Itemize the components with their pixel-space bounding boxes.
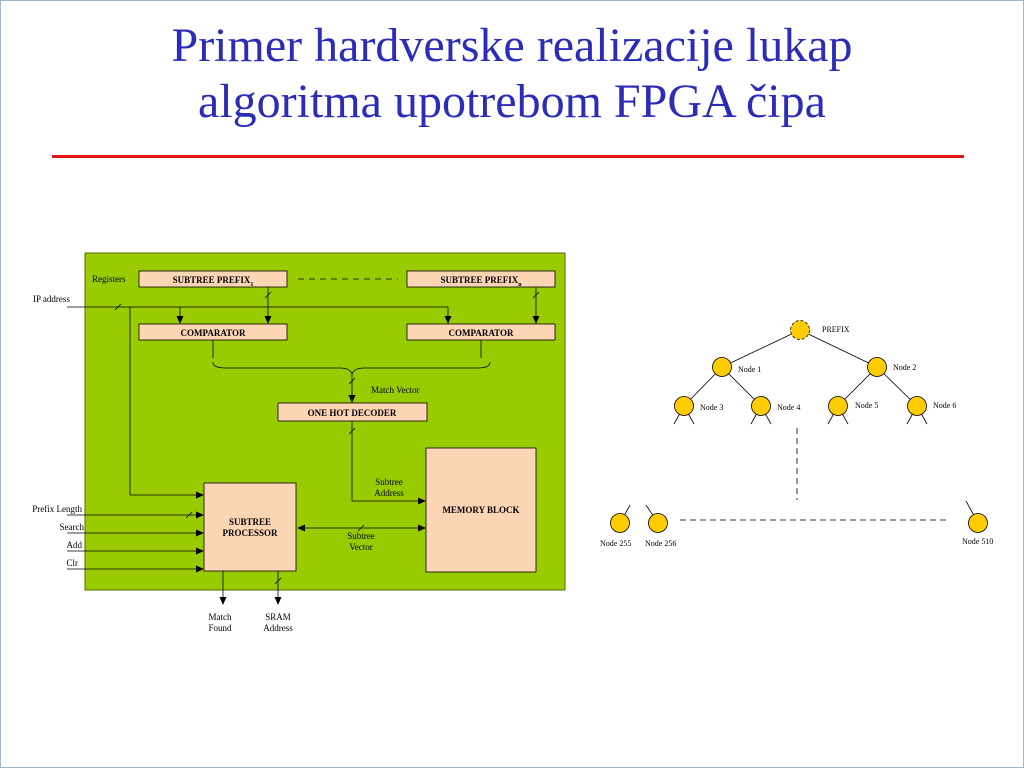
title-underline [52, 155, 964, 158]
tree-node [907, 396, 927, 416]
prefix-label: PREFIX [822, 325, 850, 334]
memory-block-label: MEMORY BLOCK [442, 505, 519, 515]
one-hot-decoder-label: ONE HOT DECODER [308, 408, 397, 418]
node-510-label: Node 510 [962, 537, 993, 546]
input-search-label: Search [60, 522, 85, 532]
tree-labels: PREFIX Node 1 Node 2 Node 3 Node 4 Node … [600, 325, 993, 548]
memory-block [425, 447, 537, 573]
tree-leaf-node [610, 513, 630, 533]
tree-edge [721, 329, 801, 368]
registers-label: Registers [92, 274, 126, 284]
node-255-label: Node 255 [600, 539, 631, 548]
input-add-label: Add [67, 540, 83, 550]
bus-width-slash [348, 427, 356, 435]
node-6-label: Node 6 [933, 401, 956, 410]
bus-width-slash [357, 524, 365, 532]
tree-node [867, 357, 887, 377]
subtree-prefix-1-label: SUBTREE PREFIX1 [173, 275, 254, 288]
tree-edge [799, 329, 878, 368]
comparator-2-label: COMPARATOR [449, 328, 514, 338]
tree-leaf-node [968, 513, 988, 533]
subtree-processor [203, 482, 297, 572]
tree-node [751, 396, 771, 416]
title-line-1: Primer hardverske realizacije lukap [171, 19, 853, 72]
slide-title: Primer hardverske realizacije lukap algo… [40, 18, 984, 130]
bus-width-slash [264, 291, 272, 299]
ip-address-label: IP address [33, 294, 70, 304]
title-line-2: algoritma upotrebom FPGA čipa [198, 75, 826, 128]
node-4-label: Node 4 [777, 403, 800, 412]
tree-root-node [790, 320, 810, 340]
bus-width-slash [274, 577, 282, 585]
tree-leaf-node [648, 513, 668, 533]
input-clr-label: Clr [66, 558, 78, 568]
fpga-block-diagram: Registers SUBTREE PREFIX1 SUBTREE PREFIX… [32, 252, 566, 633]
comparator-1-label: COMPARATOR [181, 328, 246, 338]
subtree-prefix-n-register [406, 270, 556, 288]
node-3-label: Node 3 [700, 403, 723, 412]
tree-node [674, 396, 694, 416]
bus-width-slash [114, 303, 122, 311]
node-2-label: Node 2 [893, 363, 916, 372]
subtree-vector-arrow-left [297, 524, 305, 532]
node-256-label: Node 256 [645, 539, 676, 548]
tree-node [712, 357, 732, 377]
subtree-prefix-n-label: SUBTREE PREFIXn [440, 275, 522, 288]
subtree-prefix-1-register [138, 270, 288, 288]
input-prefix-length-label: Prefix Length [32, 504, 82, 514]
prefix-tree [610, 320, 988, 533]
node-1-label: Node 1 [738, 365, 761, 374]
subtree-vector-arrow-right [418, 524, 426, 532]
tree-node [828, 396, 848, 416]
bus-width-slash [348, 377, 356, 385]
bus-width-slash [185, 511, 193, 519]
node-5-label: Node 5 [855, 401, 878, 410]
match-vector-label: Match Vector [371, 385, 420, 395]
one-hot-decoder [277, 402, 428, 422]
bus-width-slash [532, 291, 540, 299]
